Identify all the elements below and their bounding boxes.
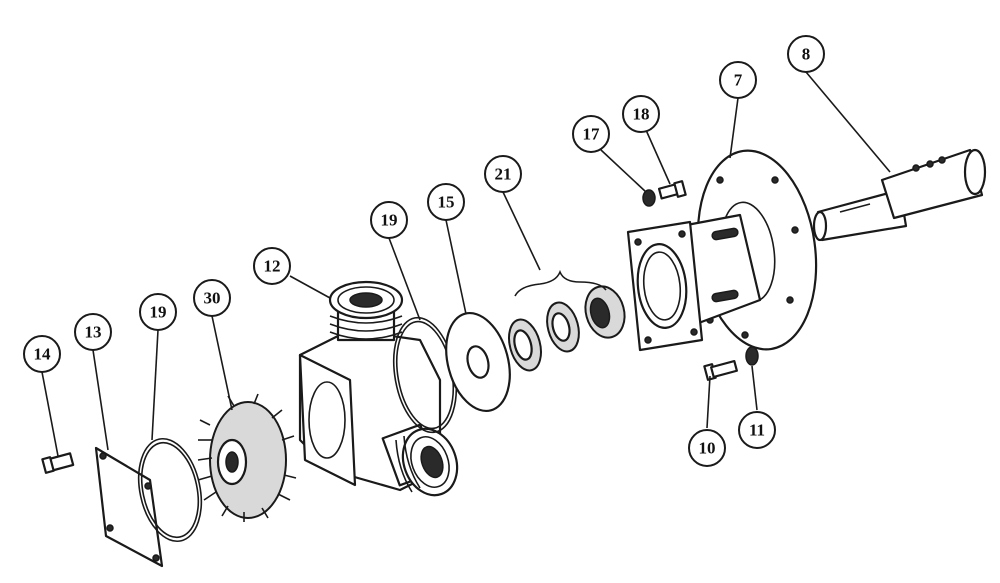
part-10-bracket-screw [703,359,738,381]
callout-11: 11 [738,411,776,449]
callout-label-21: 21 [495,165,512,184]
callout-label-10: 10 [699,439,716,458]
callout-label-19-middle: 19 [381,211,398,230]
callout-7: 7 [719,61,757,99]
callout-label-19-left: 19 [150,303,167,322]
callout-30: 30 [193,279,231,317]
callout-13: 13 [74,313,112,351]
part-11-washer [745,346,759,366]
part-15-wear-plate [445,311,511,413]
part-18-bracket-screw [657,180,687,200]
callout-8: 8 [787,35,825,73]
callout-label-13: 13 [85,323,102,342]
callout-label-11: 11 [749,421,765,440]
callout-15: 15 [427,183,465,221]
callout-19-middle: 19 [370,201,408,239]
part-14-cover-screw [41,452,75,474]
part-12-pump-body [298,280,459,497]
part-17-washer [642,189,656,207]
callout-17: 17 [572,115,610,153]
part-19-o-ring-left [137,437,203,543]
callout-label-15: 15 [438,193,455,212]
callout-label-18: 18 [633,105,650,124]
callout-label-30: 30 [204,289,221,308]
part-8-drive-shaft [812,148,987,242]
callout-12: 12 [253,247,291,285]
callout-label-8: 8 [802,45,811,64]
callout-label-14: 14 [34,345,52,364]
callout-label-17: 17 [583,125,601,144]
part-30-impeller [197,393,297,522]
callout-14: 14 [23,335,61,373]
callout-18: 18 [622,95,660,133]
leader-lines [41,71,891,457]
callout-10: 10 [688,429,726,467]
callout-19-left: 19 [139,293,177,331]
part-21-seal-bearing-set [508,269,626,372]
callout-label-12: 12 [264,257,281,276]
callout-label-7: 7 [734,71,743,90]
callout-21: 21 [484,155,522,193]
part-7-bearing-bracket [626,149,818,352]
part-13-end-cover-plate [94,446,164,568]
